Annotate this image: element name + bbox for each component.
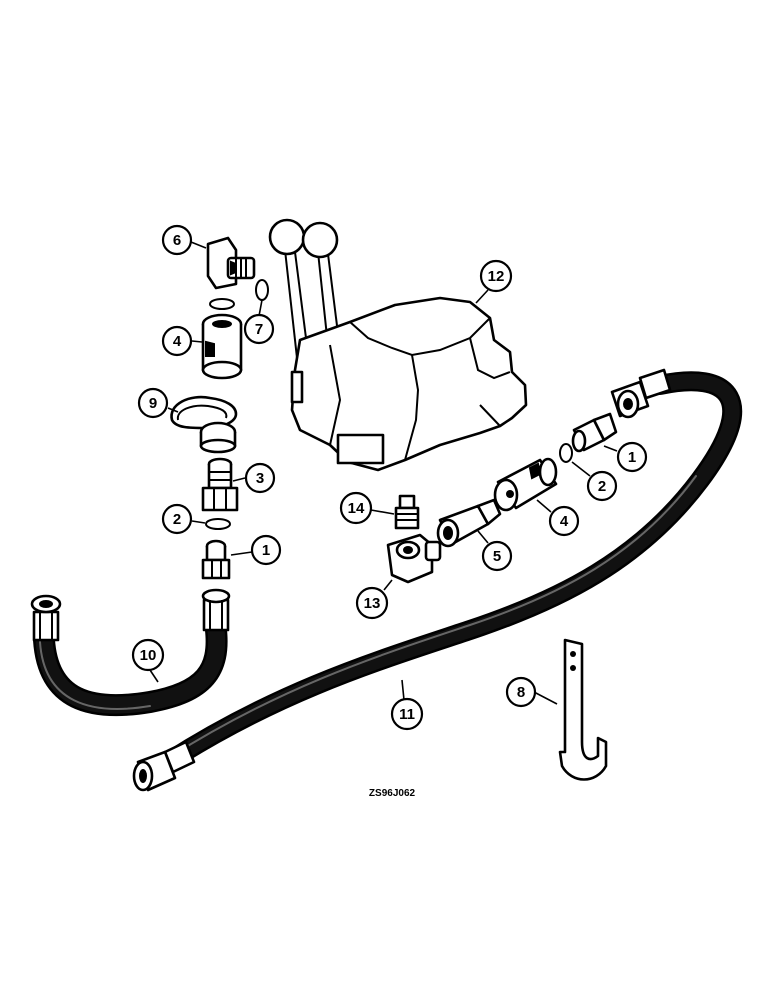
callout-5-label: 5: [493, 548, 501, 565]
callout-4-left: 4: [161, 325, 193, 357]
dust-cap-part-9: [170, 395, 238, 454]
callout-2-left-label: 2: [173, 511, 181, 528]
callout-11: 11: [390, 697, 424, 731]
callout-3-label: 3: [256, 470, 264, 487]
callout-7-label: 7: [255, 321, 263, 338]
leader-lines: [149, 241, 618, 705]
callout-5: 5: [481, 540, 513, 572]
o-ring-part-2-right: [559, 443, 573, 463]
callout-8: 8: [505, 676, 537, 708]
o-ring-part-7-upper: [209, 298, 235, 310]
callout-6-label: 6: [173, 232, 181, 249]
coupler-body-part-4-left: [201, 313, 243, 380]
adapter-part-1-left: [201, 539, 231, 580]
callout-11-label: 11: [399, 706, 415, 723]
lever-knob-left: [268, 218, 306, 256]
callout-13: 13: [355, 586, 389, 620]
hose-10-end-fitting-right: [201, 588, 231, 632]
adapter-part-1-right: [571, 412, 618, 453]
callout-4-right-label: 4: [560, 513, 569, 530]
callout-10: 10: [131, 638, 165, 672]
callout-1-right: 1: [616, 441, 648, 473]
elbow-fitting-part-6: [206, 236, 256, 290]
coupler-nipple-part-3: [201, 457, 239, 512]
callout-2-right: 2: [586, 470, 618, 502]
callout-1-left-label: 1: [262, 542, 270, 559]
hose-11-end-fitting-lower: [132, 740, 196, 792]
callout-1-right-label: 1: [628, 449, 636, 466]
callout-2-right-label: 2: [598, 478, 606, 495]
lever-knob-right: [301, 221, 339, 259]
hose-assembly-part-11: [132, 368, 742, 792]
hose-11-end-fitting-upper: [610, 368, 672, 419]
callout-3: 3: [244, 462, 276, 494]
elbow-fitting-part-13: [386, 533, 442, 584]
o-ring-part-7-side: [255, 279, 269, 301]
o-ring-part-2-left: [205, 518, 231, 530]
callout-10-label: 10: [140, 647, 157, 664]
hose-10-end-fitting-left: [30, 594, 62, 642]
callout-9-label: 9: [149, 395, 157, 412]
callout-12-label: 12: [488, 268, 505, 285]
callout-14: 14: [339, 491, 373, 525]
callout-4-right: 4: [548, 505, 580, 537]
callout-6: 6: [161, 224, 193, 256]
callout-4-left-label: 4: [173, 333, 182, 350]
hose-assembly-part-10: [30, 588, 231, 717]
adapter-part-14: [394, 494, 420, 530]
coupler-nipple-part-5: [436, 498, 502, 548]
callout-8-label: 8: [517, 684, 525, 701]
callout-14-label: 14: [348, 500, 365, 517]
callout-7: 7: [243, 313, 275, 345]
callout-9: 9: [137, 387, 169, 419]
callout-12: 12: [479, 259, 513, 293]
callout-2-left: 2: [161, 503, 193, 535]
drawing-code: ZS96J062: [369, 788, 416, 799]
callout-13-label: 13: [364, 595, 381, 612]
callout-1-left: 1: [250, 534, 282, 566]
coupler-body-part-4-right: [493, 457, 558, 512]
hose-clamp-part-8: [558, 638, 608, 781]
control-valve-part-12: [268, 218, 528, 472]
